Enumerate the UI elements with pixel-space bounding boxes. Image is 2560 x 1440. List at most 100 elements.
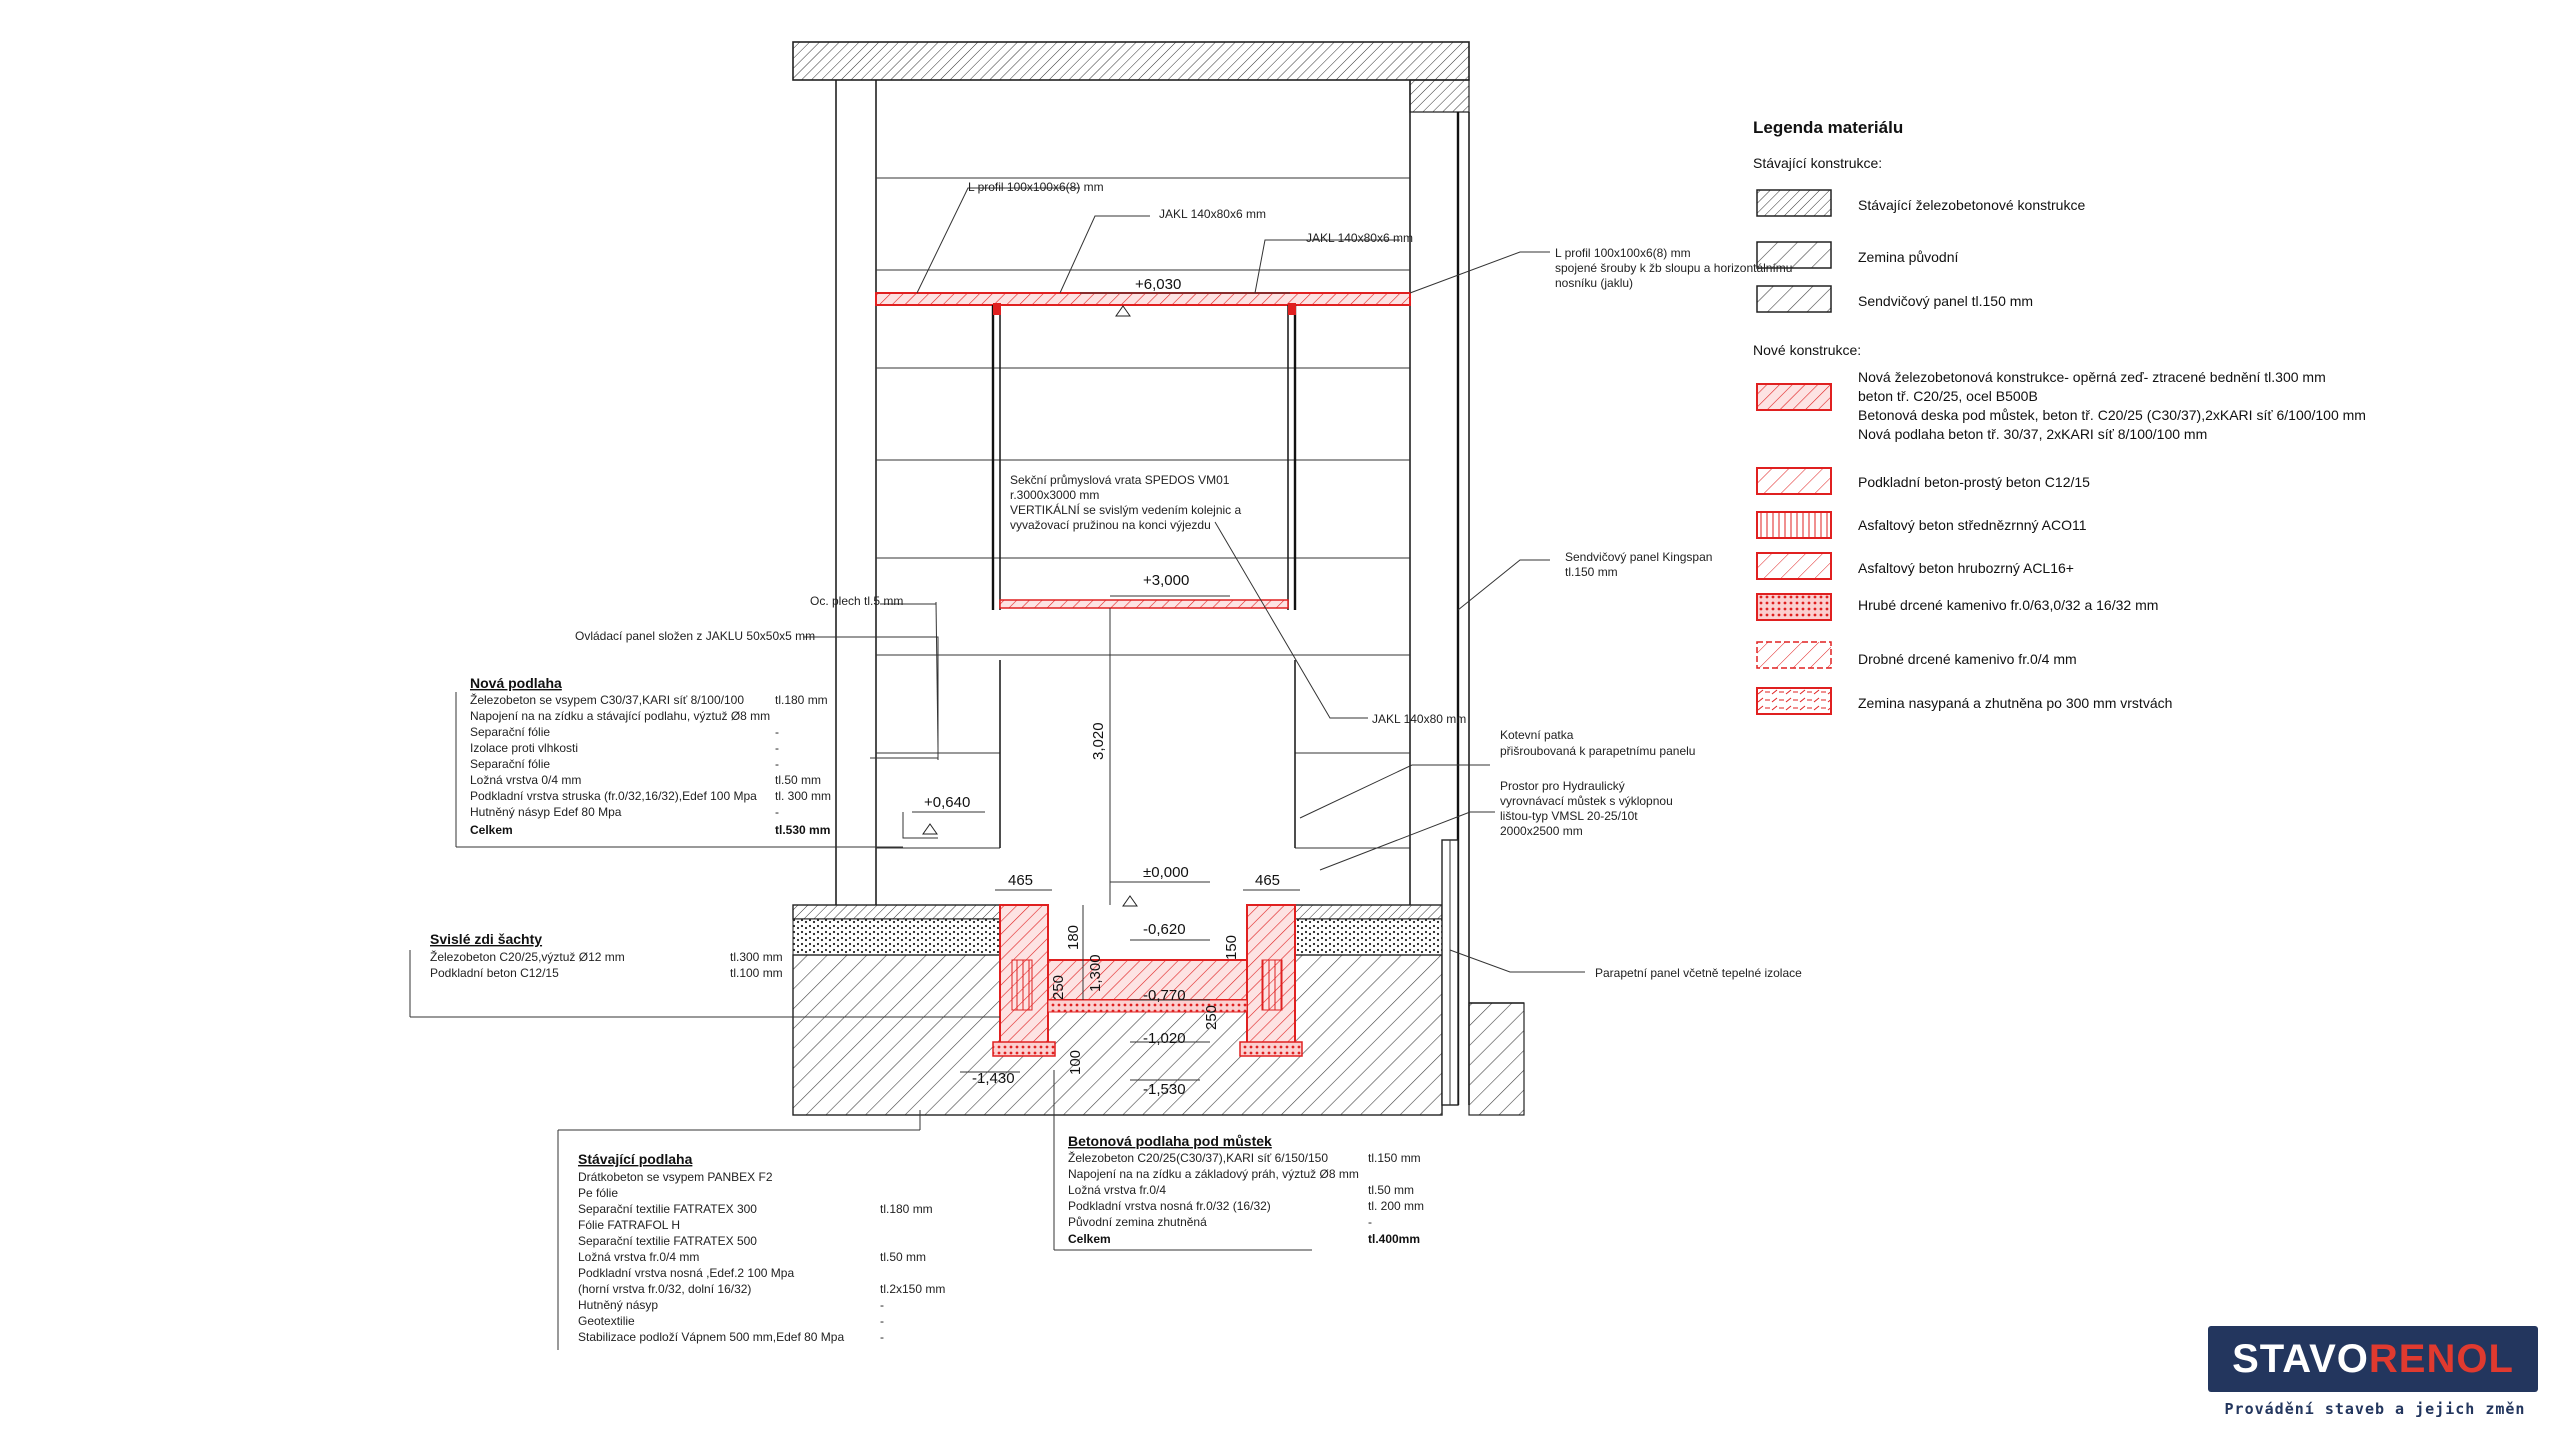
level-pit-bottom-label: -1,020 — [1143, 1030, 1186, 1047]
level-footing-left-label: -1,430 — [972, 1070, 1015, 1087]
label-kotevni-patka: Kotevní patka přišroubovaná k parapetním… — [1500, 728, 1695, 758]
label-jakl-right: JAKL 140x80x6 mm — [1306, 231, 1413, 245]
svg-text:2000x2500 mm: 2000x2500 mm — [1500, 824, 1583, 838]
svg-text:Nová podlaha: Nová podlaha — [470, 675, 562, 691]
svg-text:r.3000x3000 mm: r.3000x3000 mm — [1010, 488, 1099, 502]
level-dock: +0,640 — [912, 794, 985, 835]
level-top-beam-label: +6,030 — [1135, 276, 1181, 293]
svg-text:Prostor pro Hydraulický: Prostor pro Hydraulický — [1500, 779, 1625, 793]
svg-text:spojené šrouby k žb sloupu a: spojené šrouby k žb sloupu a horizontáln… — [1555, 261, 1792, 275]
layer-row-value: - — [880, 1298, 884, 1312]
layer-row-label: Napojení na na zídku a stávající podlahu… — [470, 709, 770, 723]
level-gate-bottom-label: +3,000 — [1143, 572, 1189, 589]
layer-row-label: Drátkobeton se vsypem PANBEX F2 — [578, 1170, 773, 1184]
dim-wall-right-label: 465 — [1255, 872, 1280, 889]
dim-100: 100 — [1067, 1050, 1084, 1075]
level-footing-right-label: -1,530 — [1143, 1081, 1186, 1098]
legend-new-5: Drobné drcené kamenivo fr.0/4 mm — [1858, 651, 2077, 667]
svg-text:Celkem: Celkem — [470, 823, 513, 837]
level-pit-top-label: -0,620 — [1143, 921, 1186, 938]
level-pit-slab-label: -0,770 — [1143, 987, 1186, 1004]
layer-row-label: Původní zemina zhutněná — [1068, 1215, 1207, 1229]
layer-row-value: tl.300 mm — [730, 950, 783, 964]
svg-text:tl.530 mm: tl.530 mm — [775, 823, 830, 837]
legend-new-3: Asfaltový beton hrubozrný ACL16+ — [1858, 560, 2074, 576]
dim-250a: 250 — [1050, 975, 1067, 1000]
svg-text:Betonová podlaha pod můstek: Betonová podlaha pod můstek — [1068, 1133, 1272, 1149]
layer-row-label: Separační textilie FATRATEX 300 — [578, 1202, 757, 1216]
legend-title: Legenda materiálu — [1753, 118, 1903, 137]
layer-row-label: Železobeton C20/25,výztuž Ø12 mm — [430, 949, 625, 964]
dim-opening-height: 3,020 — [1090, 608, 1111, 905]
svg-text:nosníku (jaklu): nosníku (jaklu) — [1555, 276, 1633, 290]
layer-row-label: Ložná vrstva 0/4 mm — [470, 773, 581, 787]
layer-row-label: Podkladní vrstva nosná ,Edef.2 100 Mpa — [578, 1266, 794, 1280]
logo-part1: STAVO — [2232, 1336, 2369, 1381]
left-column — [835, 80, 877, 905]
layer-row-value: tl.100 mm — [730, 966, 783, 980]
svg-text:Svislé zdi šachty: Svislé zdi šachty — [430, 931, 542, 947]
level-footing-right: -1,530 — [1130, 1079, 1200, 1098]
layer-row-value: tl.50 mm — [1368, 1183, 1414, 1197]
layer-row-label: Železobeton se vsypem C30/37,KARI síť 8/… — [470, 692, 744, 707]
layer-row-label: Ložná vrstva fr.0/4 mm — [578, 1250, 699, 1264]
label-prostor: Prostor pro Hydraulický vyrovnávací můst… — [1500, 779, 1673, 838]
label-ovladaci-panel: Ovládací panel složen z JAKLU 50x50x5 mm — [575, 629, 815, 643]
layer-row-value: - — [880, 1330, 884, 1344]
logo-part2: RENOL — [2368, 1336, 2514, 1381]
svg-text:vyrovnávací můstek s výklopnou: vyrovnávací můstek s výklopnou — [1500, 794, 1673, 808]
gate-frame — [875, 292, 1411, 848]
layer-row-value: tl. 300 mm — [775, 789, 831, 803]
layer-row-label: Podkladní vrstva struska (fr.0/32,16/32)… — [470, 789, 757, 803]
parapet-panel — [1441, 839, 1459, 1106]
svg-text:Sendvičový panel Kingspan: Sendvičový panel Kingspan — [1565, 550, 1712, 564]
legend-new-1: Podkladní beton-prostý beton C12/15 — [1858, 474, 2090, 490]
layer-row-value: tl.180 mm — [880, 1202, 933, 1216]
svg-text:přišroubovaná k parapetnímu pa: přišroubovaná k parapetnímu panelu — [1500, 744, 1695, 758]
table-stavajici-podlaha: Stávající podlaha Drátkobeton se vsypem … — [557, 1110, 945, 1350]
dim-250b: 250 — [1203, 1005, 1220, 1030]
layer-row-value: - — [880, 1314, 884, 1328]
level-pit-slab: -0,770 — [1130, 987, 1210, 1004]
table-betonova-podlaha: Betonová podlaha pod můstek Železobeton … — [1053, 1070, 1424, 1251]
svg-text:Stávající podlaha: Stávající podlaha — [578, 1151, 693, 1167]
layer-row-label: Izolace proti vlhkosti — [470, 741, 578, 755]
label-l-profil-top: L profil 100x100x6(8) mm — [968, 180, 1104, 194]
logo-tagline: Provádění staveb a jejich změn — [2224, 1400, 2526, 1418]
legend-new-4: Hrubé drcené kamenivo fr.0/63,0/32 a 16/… — [1858, 597, 2158, 613]
layer-row-label: Separační fólie — [470, 757, 550, 771]
layer-row-label: Geotextilie — [578, 1314, 635, 1328]
legend-new-2: Asfaltový beton střednězrnný ACO11 — [1858, 517, 2087, 533]
table-nova-podlaha: Nová podlaha Železobeton se vsypem C30/3… — [455, 675, 903, 848]
layer-row-value: - — [775, 741, 779, 755]
svg-text:L profil 100x100x6(8) mm: L profil 100x100x6(8) mm — [1555, 246, 1691, 260]
svg-text:tl.400mm: tl.400mm — [1368, 1232, 1420, 1246]
layer-row-value: tl.2x150 mm — [880, 1282, 945, 1296]
layer-row-label: Hutněný násyp — [578, 1298, 658, 1312]
label-oc-plech: Oc. plech tl.5 mm — [810, 594, 903, 608]
level-dock-label: +0,640 — [924, 794, 970, 811]
dim-vertical-labels: 180 150 250 250 100 1,300 — [1050, 905, 1240, 1075]
label-sandwich-panel: Sendvičový panel Kingspan tl.150 mm — [1565, 550, 1712, 579]
layer-row-label: Podkladní vrstva nosná fr.0/32 (16/32) — [1068, 1199, 1271, 1213]
svg-text:vyvažovací pružinou na konci v: vyvažovací pružinou na konci výjezdu — [1010, 518, 1211, 532]
label-jakl-left: JAKL 140x80x6 mm — [1159, 207, 1266, 221]
dim-wall-left-label: 465 — [1008, 872, 1033, 889]
layer-row-value: - — [775, 757, 779, 771]
level-floor-label: ±0,000 — [1143, 864, 1189, 881]
layer-row-value: tl.150 mm — [1368, 1151, 1421, 1165]
legend-new-6: Zemina nasypaná a zhutněna po 300 mm vrs… — [1858, 695, 2172, 711]
layer-row-label: Železobeton C20/25(C30/37),KARI síť 6/15… — [1068, 1150, 1328, 1165]
svg-text:Celkem: Celkem — [1068, 1232, 1111, 1246]
svg-text:lištou-typ VMSL 20-25/10t: lištou-typ VMSL 20-25/10t — [1500, 809, 1638, 823]
legend-existing-heading: Stávající konstrukce: — [1753, 155, 1882, 171]
svg-text:VERTIKÁLNÍ se svislým vedením: VERTIKÁLNÍ se svislým vedením kolejnic a — [1010, 502, 1242, 517]
layer-row-value: tl.180 mm — [775, 693, 828, 707]
dim-wall-right: 465 — [1243, 872, 1300, 891]
label-jakl-bottom: JAKL 140x80 mm — [1372, 712, 1466, 726]
layer-row-label: Pe fólie — [578, 1186, 618, 1200]
legend-new-heading: Nové konstrukce: — [1753, 342, 1861, 358]
level-floor: ±0,000 — [1110, 864, 1210, 907]
dim-wall-left: 465 — [995, 872, 1052, 891]
